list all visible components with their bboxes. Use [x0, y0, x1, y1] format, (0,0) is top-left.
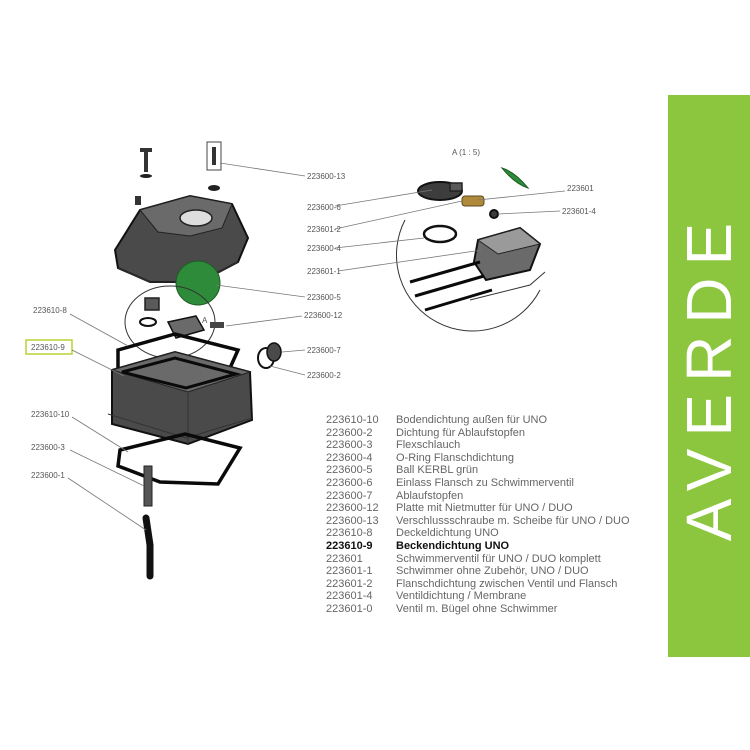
- flex-hose: [142, 514, 154, 580]
- callout-223600-5[interactable]: 223600-5: [307, 293, 341, 302]
- legend-part-description: Beckendichtung UNO: [396, 539, 510, 552]
- detail-rim-3: [424, 288, 493, 312]
- legend-row: 223600-2 Dichtung für Ablaufstopfen: [326, 427, 646, 440]
- callout-highlight-box: [25, 339, 73, 355]
- legend-part-description: Ventil m. Bügel ohne Schwimmer: [396, 602, 558, 615]
- callout-223601[interactable]: 223601: [567, 184, 594, 193]
- detail-marker-label: A: [202, 316, 208, 325]
- legend-part-code: 223600-13: [326, 514, 379, 527]
- legend-part-code: 223600-7: [326, 489, 373, 502]
- legend-row: 223601-4 Ventildichtung / Membrane: [326, 590, 646, 603]
- legend-row: 223600-5 Ball KERBL grün: [326, 464, 646, 477]
- legend-part-code: 223610-10: [326, 414, 379, 426]
- legend-part-code: 223601: [326, 552, 363, 565]
- legend-part-description: Dichtung für Ablaufstopfen: [396, 426, 526, 439]
- float-top: [476, 227, 542, 255]
- valve-body: [461, 195, 485, 207]
- detail-view-a: A (1 : 5): [395, 148, 546, 332]
- flange-nut: [449, 182, 463, 192]
- legend-part-description: Ventildichtung / Membrane: [396, 590, 527, 603]
- legend-part-code: 223601-2: [326, 577, 373, 590]
- legend-part-code: 223600-3: [326, 439, 373, 452]
- membrane-part: [500, 167, 530, 189]
- brand-banner: AVERDE: [668, 95, 750, 657]
- legend-part-code: 223600-12: [326, 502, 379, 515]
- bottom-seal: [116, 432, 243, 486]
- callout-223600-6[interactable]: 223600-6: [307, 203, 341, 212]
- legend-row: 223601 Schwimmerventil für UNO / DUO komp…: [326, 553, 646, 566]
- legend-row: 223601-1 Schwimmer ohne Zubehör, UNO / DU…: [326, 565, 646, 578]
- callout-223600-12[interactable]: 223600-12: [304, 311, 343, 320]
- legend-row: 223600-12 Platte mit Nietmutter für UNO /…: [326, 502, 646, 515]
- legend-part-code: 223601-4: [326, 590, 373, 603]
- legend-part-description: Ablaufstopfen: [396, 489, 464, 502]
- legend-part-description: Platte mit Nietmutter für UNO / DUO: [396, 502, 573, 515]
- legend-part-code: 223610-9: [326, 539, 373, 552]
- callout-223610-9[interactable]: 223610-9: [31, 343, 65, 352]
- o-ring: [422, 224, 458, 244]
- detail-rim-1: [409, 260, 481, 284]
- tank-lid: [113, 194, 250, 283]
- detail-view-label: A (1 : 5): [452, 148, 480, 157]
- legend-part-description: Schwimmer ohne Zubehör, UNO / DUO: [396, 565, 589, 578]
- legend-row: 223600-4 O-Ring Flanschdichtung: [326, 452, 646, 465]
- legend-part-code: 223600-2: [326, 426, 373, 439]
- green-ball: [175, 260, 221, 306]
- callout-223610-10[interactable]: 223610-10: [31, 410, 70, 419]
- detail-circle-arc: [395, 219, 541, 332]
- legend-row: 223600-6 Einlass Flansch zu Schwimmervent…: [326, 477, 646, 490]
- main-float-assembly: [139, 297, 224, 339]
- callout-223600-13[interactable]: 223600-13: [307, 172, 346, 181]
- callout-223600-7[interactable]: 223600-7: [307, 346, 341, 355]
- legend-part-description: Verschlussschraube m. Scheibe für UNO / …: [396, 514, 630, 527]
- legend-part-description: O-Ring Flanschdichtung: [396, 451, 515, 464]
- legend-row: 223600-3 Flexschlauch: [326, 439, 646, 452]
- legend-part-description: Einlass Flansch zu Schwimmerventil: [396, 476, 574, 489]
- legend-part-code: 223610-8: [326, 527, 373, 540]
- legend-part-description: Flexschlauch: [396, 439, 461, 452]
- brand-logo-text: AVERDE: [673, 210, 745, 542]
- callout-223600-4[interactable]: 223600-4: [307, 244, 341, 253]
- legend-row: 223601-0 Ventil m. Bügel ohne Schwimmer: [326, 603, 646, 616]
- callout-223600-2[interactable]: 223600-2: [307, 371, 341, 380]
- tank-body: [107, 350, 254, 446]
- detail-wall: [469, 271, 546, 301]
- legend-row: 223600-13 Verschlussschraube m. Scheibe f…: [326, 515, 646, 528]
- drain-plug: [257, 342, 282, 369]
- legend-row: 223600-7 Ablaufstopfen: [326, 490, 646, 503]
- callout-223610-8[interactable]: 223610-8: [33, 306, 67, 315]
- legend-part-description: Schwimmerventil für UNO / DUO komplett: [396, 552, 601, 565]
- legend-row: 223610-10 Bodendichtung außen für UNO: [326, 414, 646, 427]
- callout-223601-2[interactable]: 223601-2: [307, 225, 341, 234]
- legend-part-description: Flanschdichtung zwischen Ventil und Flan…: [396, 577, 618, 590]
- hose-fitting: [143, 465, 153, 507]
- legend-part-description: Ball KERBL grün: [396, 464, 479, 477]
- callout-223600-3[interactable]: 223600-3: [31, 443, 65, 452]
- callout-223600-1[interactable]: 223600-1: [31, 471, 65, 480]
- legend-row: 223610-8 Deckeldichtung UNO: [326, 527, 646, 540]
- callout-223601-1[interactable]: 223601-1: [307, 267, 341, 276]
- legend-part-code: 223601-1: [326, 565, 373, 578]
- valve-seal: [489, 209, 499, 219]
- legend-part-description: Deckeldichtung UNO: [396, 527, 499, 540]
- lid-screws: [135, 141, 222, 205]
- detail-rim-2: [414, 274, 485, 298]
- callout-223601-4[interactable]: 223601-4: [562, 207, 596, 216]
- legend-part-code: 223600-6: [326, 476, 373, 489]
- legend-row: 223601-2 Flanschdichtung zwischen Ventil …: [326, 578, 646, 591]
- legend-row: 223610-9 Beckendichtung UNO: [326, 540, 646, 553]
- legend-part-code: 223601-0: [326, 602, 373, 615]
- legend-part-code: 223600-5: [326, 464, 373, 477]
- legend-part-code: 223600-4: [326, 451, 373, 464]
- legend-part-description: Bodendichtung außen für UNO: [396, 414, 548, 426]
